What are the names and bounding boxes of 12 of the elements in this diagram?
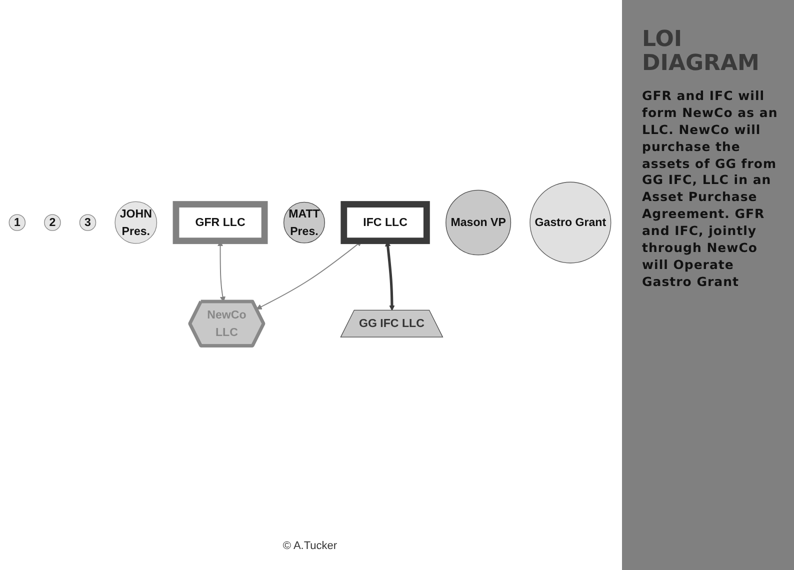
node-circle: 3 [79, 214, 96, 231]
node-circle: JOHN Pres. [114, 201, 158, 244]
copyright-caption: © A.Tucker [282, 540, 338, 552]
node-circle: 2 [44, 214, 61, 231]
node-circle: Mason VP [446, 190, 512, 256]
node-circle: 1 [8, 214, 26, 231]
node-box: GFR LLC [172, 201, 268, 244]
node-circle: MATT Pres. [283, 202, 325, 244]
node-circle: Gastro Grant [530, 182, 612, 264]
node-box: IFC LLC [340, 201, 430, 244]
panel-title: LOI DIAGRAM [642, 28, 760, 76]
description-text: GFR and IFC will form NewCo as an LLC. NewCo will purchase the assets of GG from GG IFC, LLC in an Asset Purchase Agreement. GFR and IFC, jointly through NewCo will Operate Gastro Grant [642, 88, 779, 290]
